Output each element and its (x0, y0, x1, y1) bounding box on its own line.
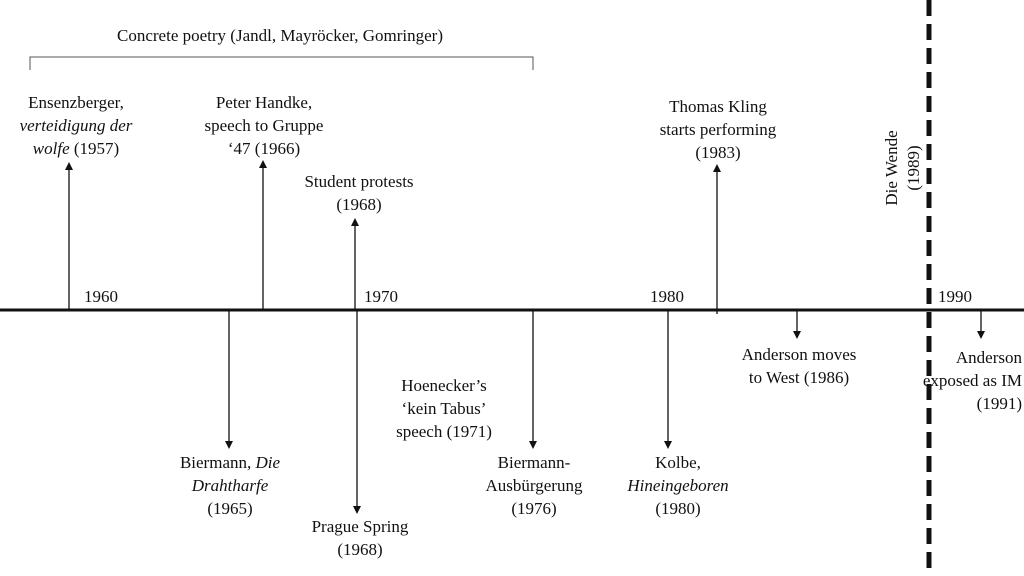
event-thomas-kling: Thomas Kling starts performing (1983) (659, 97, 777, 162)
year-1960: 1960 (84, 287, 118, 306)
event-prague-spring: Prague Spring (1968) (311, 517, 409, 559)
event-kolbe: Kolbe, Hineingeboren (1980) (627, 453, 729, 518)
event-honecker-speech: Hoenecker’s ‘kein Tabus’ speech (1971) (396, 376, 492, 441)
year-1990: 1990 (938, 287, 972, 306)
event-student-protests: Student protests (1968) (304, 172, 414, 214)
event-biermann-drahtharfe: Biermann, Die Drahtharfe (1965) (179, 453, 281, 518)
die-wende-label: Die Wende (1989) (882, 130, 923, 206)
event-handke: Peter Handke, speech to Gruppe ‘47 (1966… (204, 93, 324, 158)
year-1980: 1980 (650, 287, 684, 306)
concrete-poetry-bracket (29, 56, 534, 70)
concrete-poetry-label: Concrete poetry (Jandl, Mayröcker, Gomri… (117, 26, 443, 45)
event-enzensberger: Ensenzberger, verteidigung der wolfe (19… (19, 93, 133, 158)
event-anderson-exposed: Anderson exposed as IM (1991) (922, 348, 1022, 413)
year-1970: 1970 (364, 287, 398, 306)
event-anderson-moves-west: Anderson moves to West (1986) (741, 345, 857, 387)
event-biermann-ausbuergerung: Biermann- Ausbürgerung (1976) (485, 453, 583, 518)
